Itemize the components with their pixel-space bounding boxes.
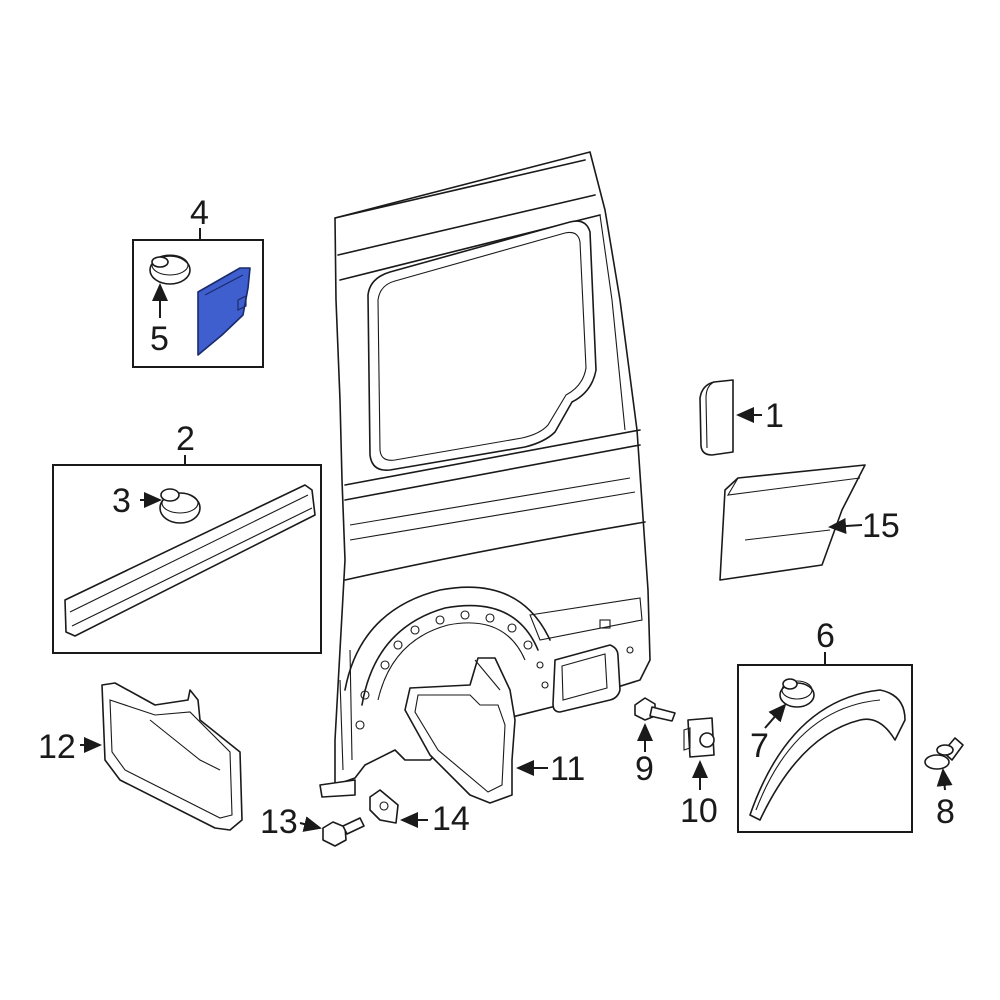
side-panel (319, 151, 651, 798)
part-10-clip (683, 717, 715, 758)
callout-13: 13 (260, 803, 298, 841)
part-14-nut (369, 789, 399, 824)
callout-4: 4 (190, 194, 209, 232)
part-5-clip (149, 254, 191, 285)
callout-10: 10 (680, 792, 718, 830)
callout-1: 1 (765, 397, 784, 435)
box-part-2 (52, 464, 322, 654)
part-2-molding (64, 484, 316, 637)
part-1-cover (699, 379, 734, 456)
box-part-4 (132, 239, 264, 368)
part-8-pin (924, 737, 964, 770)
callout-2: 2 (176, 420, 195, 458)
callout-9: 9 (635, 750, 654, 788)
callout-12: 12 (38, 728, 76, 766)
callout-8: 8 (936, 793, 955, 831)
callout-7: 7 (750, 727, 769, 765)
arch-holes (355, 610, 533, 730)
callout-5: 5 (150, 320, 169, 358)
callout-15: 15 (862, 507, 900, 545)
callout-14: 14 (432, 800, 470, 838)
part-6-wheel-flare (749, 689, 906, 821)
leader-lines (80, 228, 953, 832)
callout-6: 6 (816, 617, 835, 655)
part-7-clip (779, 678, 815, 708)
callout-11: 11 (550, 750, 585, 788)
part-3-clip (159, 488, 201, 524)
callout-3: 3 (112, 482, 131, 520)
part-13-bolt (322, 817, 365, 847)
part-4-trim-highlighted (197, 267, 251, 356)
callout-labels: 1 2 3 4 5 6 7 8 9 10 11 12 13 14 15 (38, 194, 955, 841)
part-9-bolt (634, 697, 676, 722)
part-12-mudflap (101, 682, 243, 831)
part-15-panel (719, 464, 866, 581)
part-11-mudflap (404, 657, 516, 804)
